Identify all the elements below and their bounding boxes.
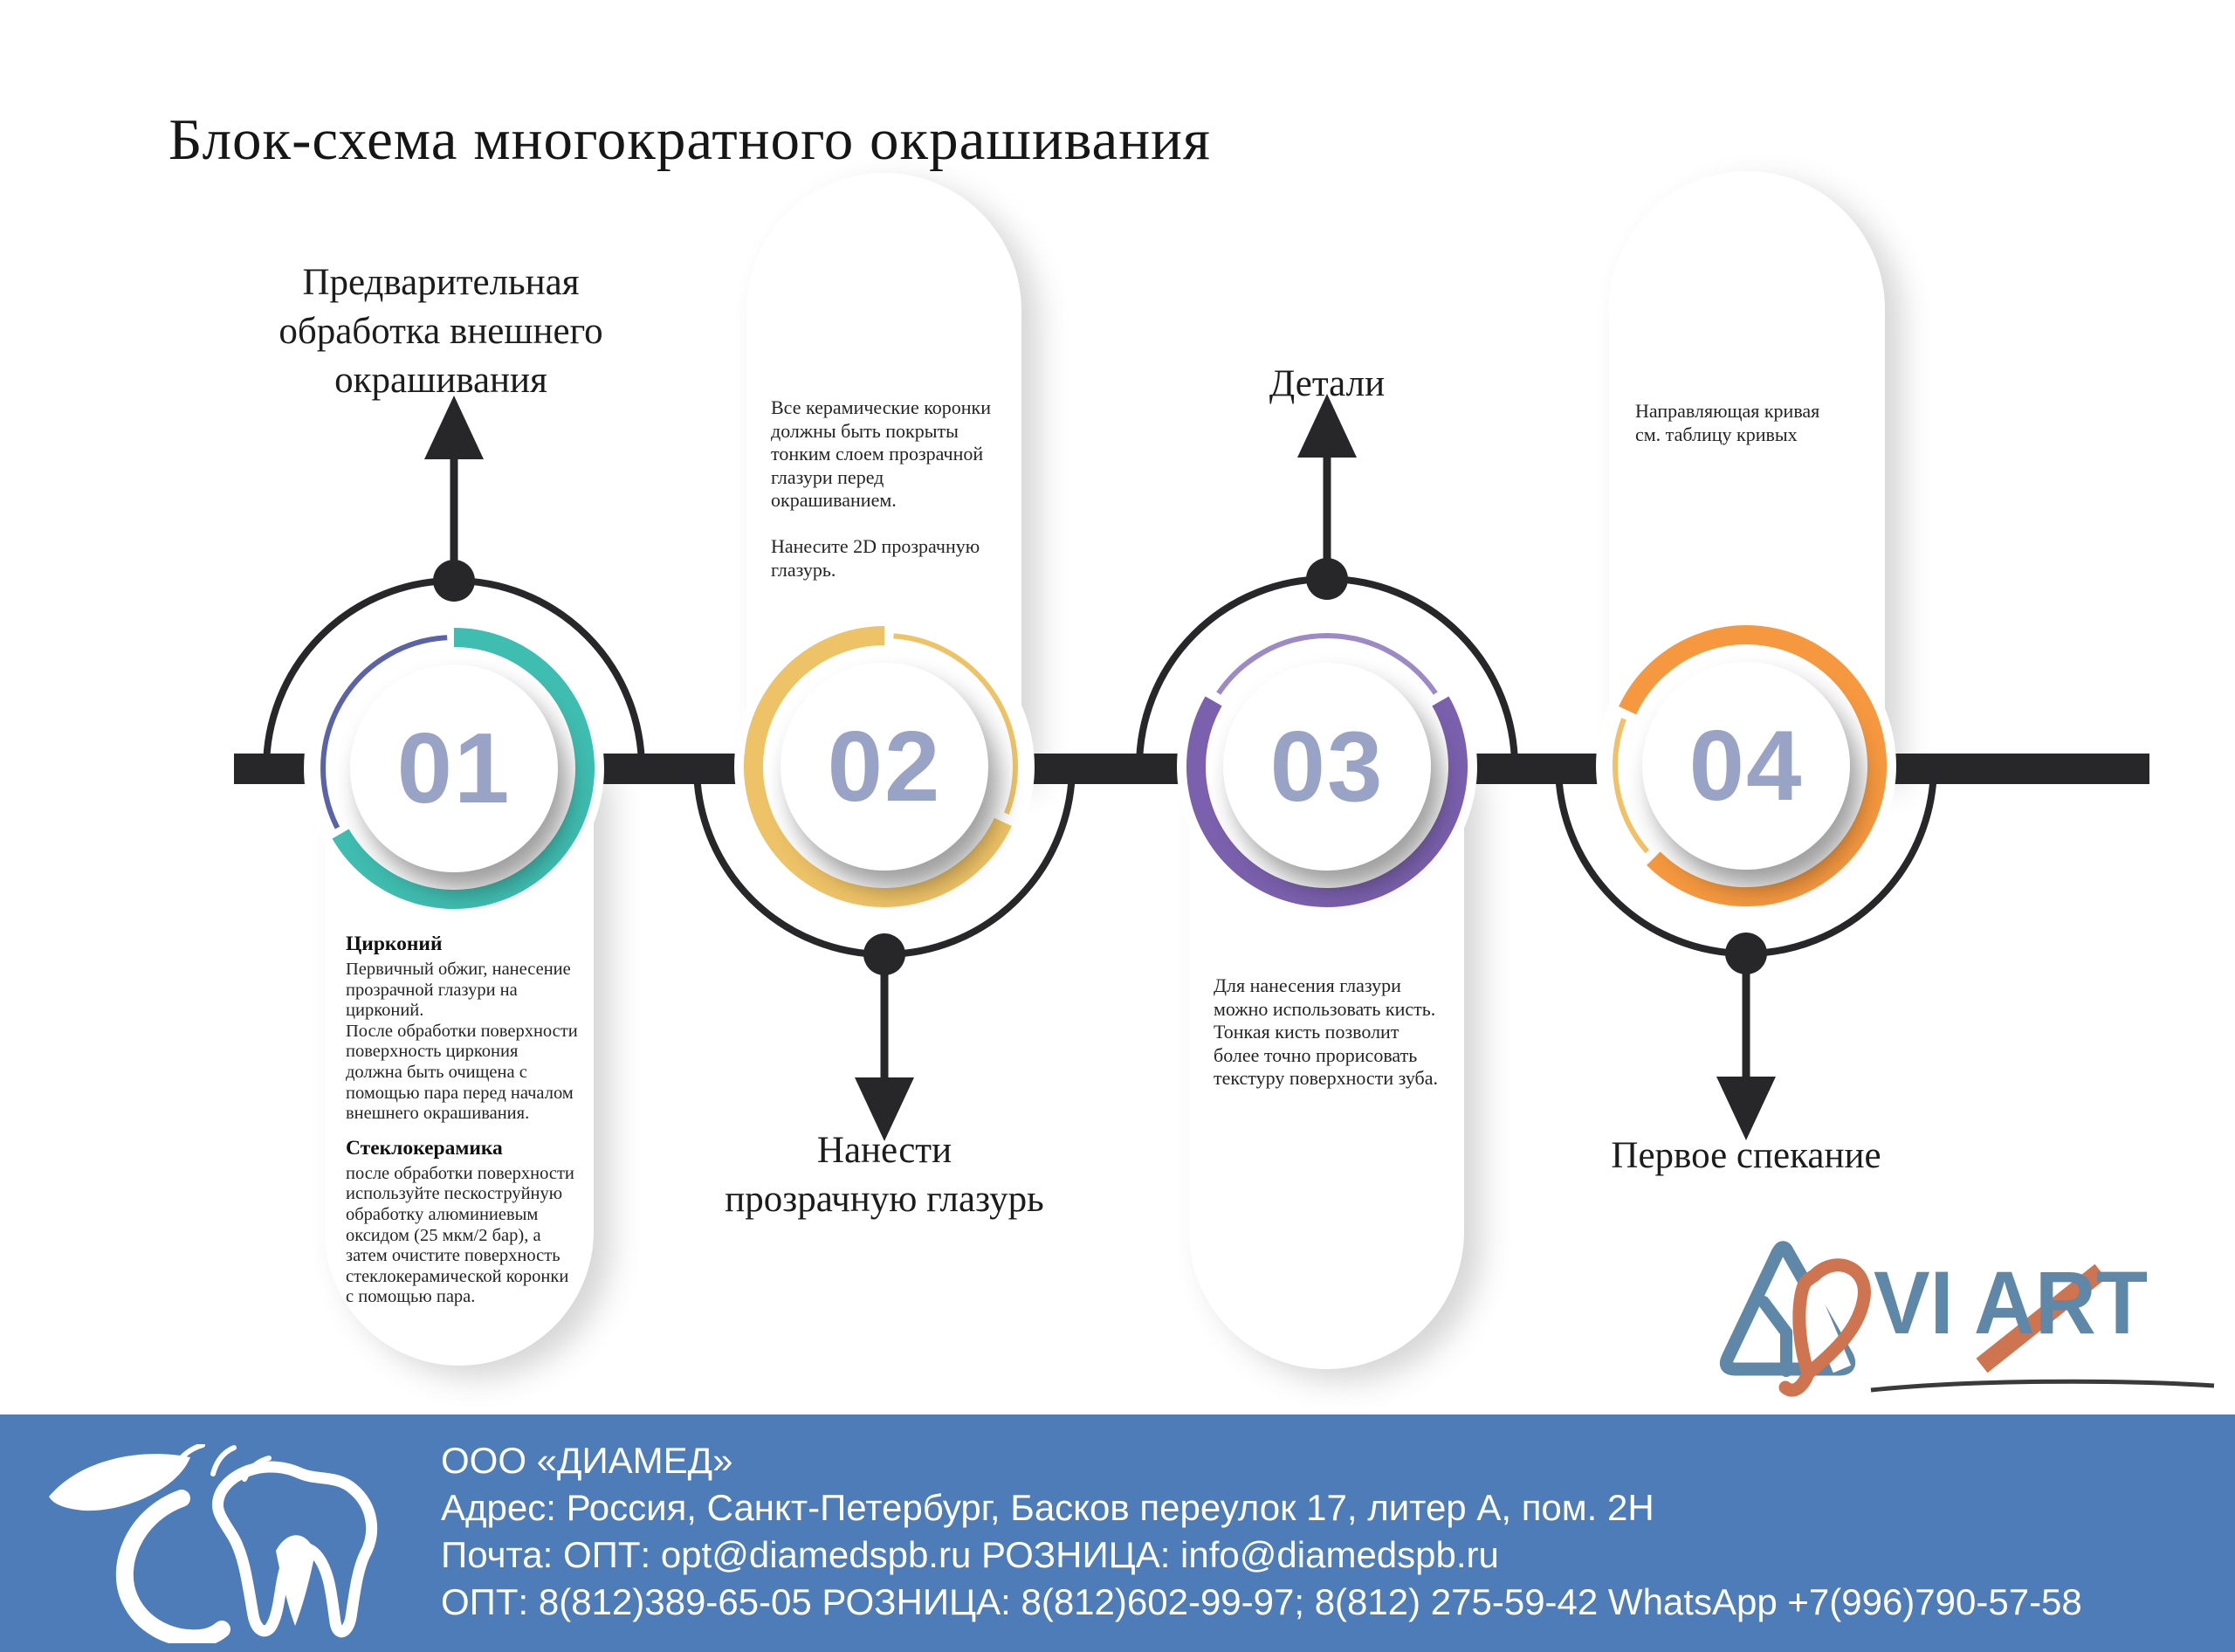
step-03-number: 03 [1269, 711, 1385, 823]
footer-company-name: ООО «ДИАМЕД» [441, 1440, 733, 1481]
viart-logo-text: VI ART [1874, 1253, 2149, 1353]
step-01-number: 01 [396, 712, 512, 824]
step-01-circle: 01 [350, 664, 558, 872]
viart-logo-icon [1719, 1241, 2215, 1397]
step-03-circle: 03 [1223, 663, 1431, 871]
footer-bar: ООО «ДИАМЕД» Адрес: Россия, Санкт-Петерб… [0, 1415, 2235, 1652]
viart-logo: VI ART [1709, 1210, 2225, 1420]
diamed-tooth-logo-icon [49, 1444, 378, 1643]
step-04-number: 04 [1688, 710, 1804, 822]
step-03-card-text: Для нанесения глазури можно использовать… [1214, 974, 1438, 1089]
step-02-circle: 02 [781, 663, 988, 871]
step-02-number: 02 [827, 711, 942, 823]
step-04-arrow-down-icon [1716, 953, 1776, 1140]
step-04-label: Первое спекание [1611, 1135, 1881, 1176]
step-02-arrow-down-icon [855, 954, 914, 1141]
step-01-card-text-glassceramic: после обработки поверхности используйте … [346, 1163, 574, 1307]
footer-contact-block: ООО «ДИАМЕД» Адрес: Россия, Санкт-Петерб… [441, 1437, 2082, 1626]
step-01-card-heading-zirconium: Цирконий [346, 933, 443, 955]
step-02-label: Нанести прозрачную глазурь [725, 1130, 1044, 1220]
step-01-card-text-zirconium: Первичный обжиг, нанесение прозрачной гл… [346, 960, 578, 1124]
step-02-card-text: Все керамические коронки должны быть пок… [771, 396, 992, 581]
step-01-dot [433, 560, 475, 602]
step-02-dot [863, 933, 905, 975]
step-01-arrow-up-icon [424, 396, 484, 581]
step-04-circle: 04 [1642, 662, 1850, 870]
step-01-label: Предварительная обработка внешнего окраш… [279, 262, 603, 401]
step-03-dot [1306, 558, 1348, 600]
step-04-card-text: Направляющая кривая см. таблицу кривых [1635, 400, 1820, 445]
footer-address-line: Адрес: Россия, Санкт-Петербург, Басков п… [441, 1487, 1654, 1528]
page-title: Блок-схема многократного окрашивания [168, 107, 1211, 172]
footer-email-line: Почта: ОПТ: opt@diamedspb.ru РОЗНИЦА: in… [441, 1534, 1499, 1575]
step-04-dot [1725, 933, 1767, 974]
step-01-card-heading-glassceramic: Стеклокерамика [346, 1136, 503, 1160]
footer-phone-line: ОПТ: 8(812)389-65-05 РОЗНИЦА: 8(812)602-… [441, 1581, 2082, 1622]
step-03-arrow-up-icon [1297, 394, 1357, 579]
step-03-label: Детали [1269, 363, 1386, 404]
